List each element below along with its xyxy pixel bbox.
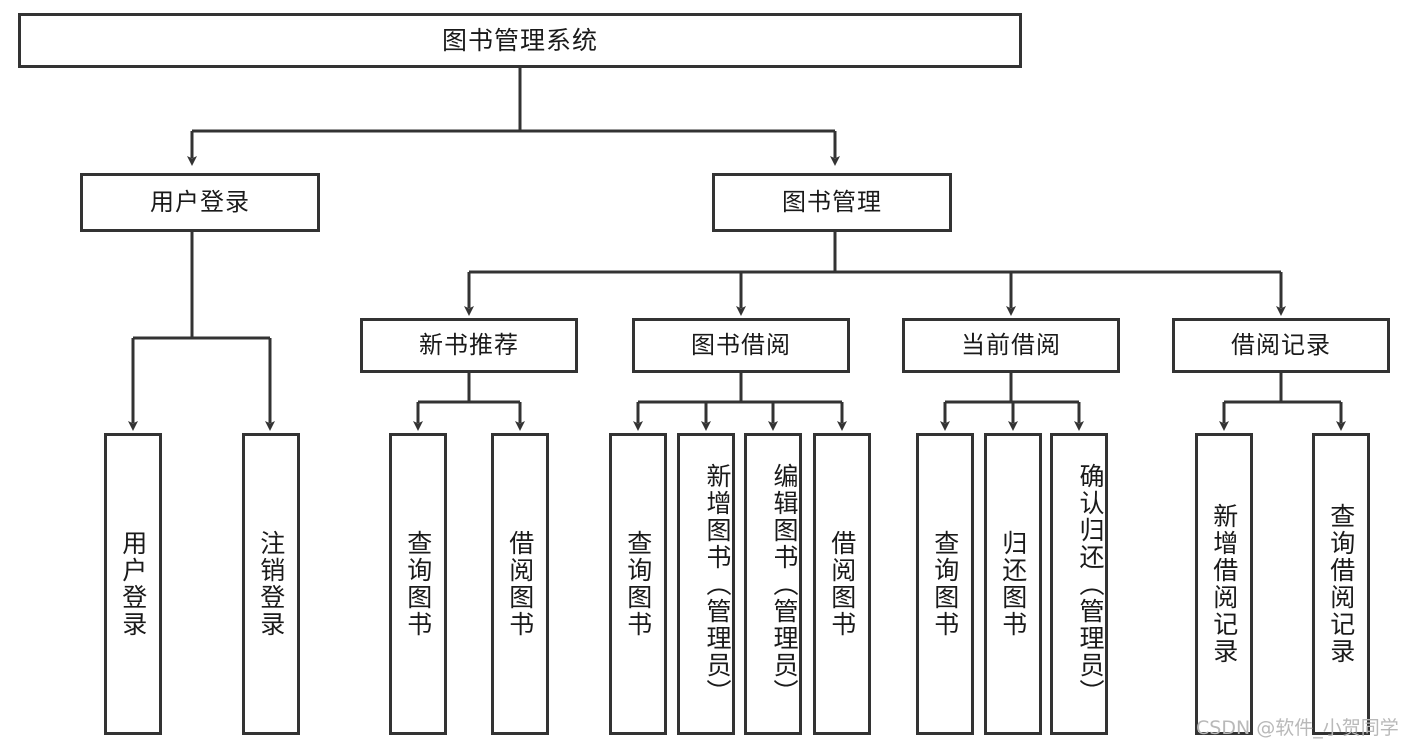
leaf-book-borrow-edit-label: 编辑图书（管理员） [770, 462, 799, 706]
node-book-management[interactable]: 图书管理 [712, 173, 952, 232]
leaf-user-login-logout-label: 注销登录 [256, 530, 286, 638]
leaf-borrow-record-add[interactable]: 新增借阅记录 [1195, 433, 1253, 735]
leaf-new-book-query[interactable]: 查询图书 [389, 433, 447, 735]
node-new-book-recommend-label: 新书推荐 [419, 331, 519, 360]
leaf-current-borrow-confirm[interactable]: 确认归还（管理员） [1050, 433, 1108, 735]
node-current-borrow[interactable]: 当前借阅 [902, 318, 1120, 373]
node-new-book-recommend[interactable]: 新书推荐 [360, 318, 578, 373]
leaf-book-borrow-query-label: 查询图书 [623, 530, 653, 638]
leaf-current-borrow-query-label: 查询图书 [930, 530, 960, 638]
node-user-login[interactable]: 用户登录 [80, 173, 320, 232]
node-root-label: 图书管理系统 [441, 25, 598, 55]
node-book-management-label: 图书管理 [782, 188, 882, 217]
leaf-book-borrow-query[interactable]: 查询图书 [609, 433, 667, 735]
leaf-book-borrow-borrow-label: 借阅图书 [827, 530, 857, 638]
leaf-borrow-record-add-label: 新增借阅记录 [1209, 503, 1239, 665]
leaf-book-borrow-edit[interactable]: 编辑图书（管理员） [744, 433, 802, 735]
leaf-borrow-record-query-label: 查询借阅记录 [1326, 503, 1356, 665]
node-current-borrow-label: 当前借阅 [961, 331, 1061, 360]
leaf-borrow-record-query[interactable]: 查询借阅记录 [1312, 433, 1370, 735]
leaf-user-login-login[interactable]: 用户登录 [104, 433, 162, 735]
node-user-login-label: 用户登录 [150, 188, 250, 217]
node-borrow-record[interactable]: 借阅记录 [1172, 318, 1390, 373]
leaf-user-login-login-label: 用户登录 [118, 530, 148, 638]
leaf-current-borrow-return[interactable]: 归还图书 [984, 433, 1042, 735]
leaf-book-borrow-add-label: 新增图书（管理员） [703, 462, 732, 706]
leaf-current-borrow-query[interactable]: 查询图书 [916, 433, 974, 735]
leaf-current-borrow-confirm-label: 确认归还（管理员） [1076, 462, 1105, 706]
leaf-new-book-query-label: 查询图书 [403, 530, 433, 638]
node-book-borrow-label: 图书借阅 [691, 331, 791, 360]
leaf-new-book-borrow[interactable]: 借阅图书 [491, 433, 549, 735]
leaf-book-borrow-add[interactable]: 新增图书（管理员） [677, 433, 735, 735]
leaf-book-borrow-borrow[interactable]: 借阅图书 [813, 433, 871, 735]
node-borrow-record-label: 借阅记录 [1231, 331, 1331, 360]
leaf-new-book-borrow-label: 借阅图书 [505, 530, 535, 638]
node-root[interactable]: 图书管理系统 [18, 13, 1022, 68]
node-book-borrow[interactable]: 图书借阅 [632, 318, 850, 373]
csdn-watermark: CSDN @软件_小贺同学 [1196, 717, 1399, 739]
leaf-current-borrow-return-label: 归还图书 [998, 530, 1028, 638]
leaf-user-login-logout[interactable]: 注销登录 [242, 433, 300, 735]
